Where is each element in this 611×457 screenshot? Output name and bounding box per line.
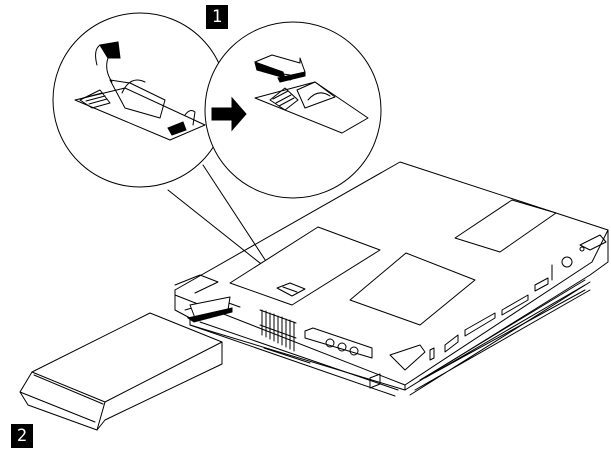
panel-cover-2 (349, 252, 476, 326)
panel-cover-1 (229, 226, 381, 306)
left-arrow-icon (254, 54, 306, 83)
latch-slide-illustration (254, 81, 369, 134)
down-left-arrow-icon (186, 296, 233, 323)
latch-tab-illustration (74, 41, 206, 141)
port-cluster-front (304, 327, 373, 359)
step-2-badge: 2 (11, 424, 33, 448)
vent-grille (259, 309, 311, 364)
right-arrow-icon (211, 96, 247, 132)
battery-pack (19, 312, 223, 431)
panel-cover-3 (454, 199, 557, 253)
step-1-badge: 1 (206, 5, 228, 29)
callout-lines (167, 164, 276, 276)
inset-circle-lift-tab (52, 12, 228, 188)
laptop-body (174, 161, 609, 397)
inset-circle-slide-latch (204, 21, 382, 199)
port-cluster-side (429, 246, 585, 361)
